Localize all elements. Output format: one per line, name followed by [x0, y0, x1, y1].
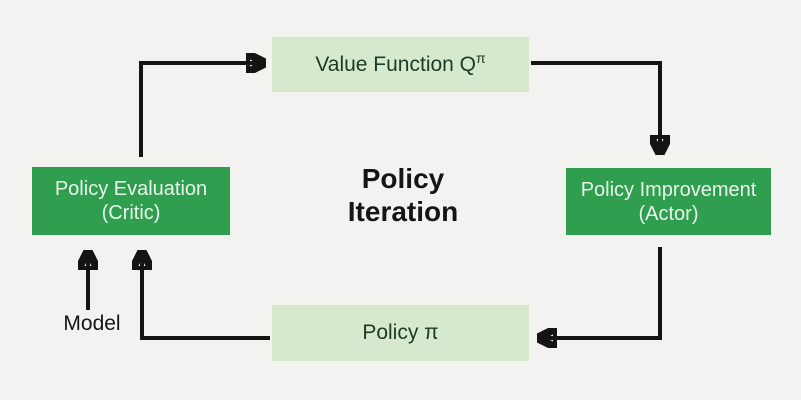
policy-improvement-box: Policy Improvement (Actor): [566, 168, 771, 235]
policy-label: Policy π: [362, 321, 439, 345]
value-function-box: Value Function Qπ: [272, 37, 529, 92]
policy-improvement-label-line2: (Actor): [638, 202, 699, 225]
arrow-improvement-to-policy: [540, 247, 662, 338]
pi-superscript: π: [476, 49, 486, 66]
diagram-title-line2: Iteration: [347, 196, 459, 228]
diagram-title-line1: Policy: [361, 163, 445, 194]
policy-evaluation-box: Policy Evaluation (Critic): [32, 167, 230, 235]
value-function-label: Value Function Qπ: [315, 49, 486, 76]
diagram-title: Policy Iteration: [303, 162, 503, 228]
policy-improvement-label-line1: Policy Improvement: [580, 178, 757, 201]
policy-box: Policy π: [272, 305, 529, 361]
arrow-value-to-improvement: [531, 61, 660, 152]
arrow-policy-to-evaluation: [142, 253, 270, 340]
model-label: Model: [63, 312, 121, 335]
policy-evaluation-label-line1: Policy Evaluation: [54, 178, 208, 200]
arrow-evaluation-to-value: [139, 63, 263, 157]
policy-evaluation-label-line2: (Critic): [101, 202, 161, 224]
